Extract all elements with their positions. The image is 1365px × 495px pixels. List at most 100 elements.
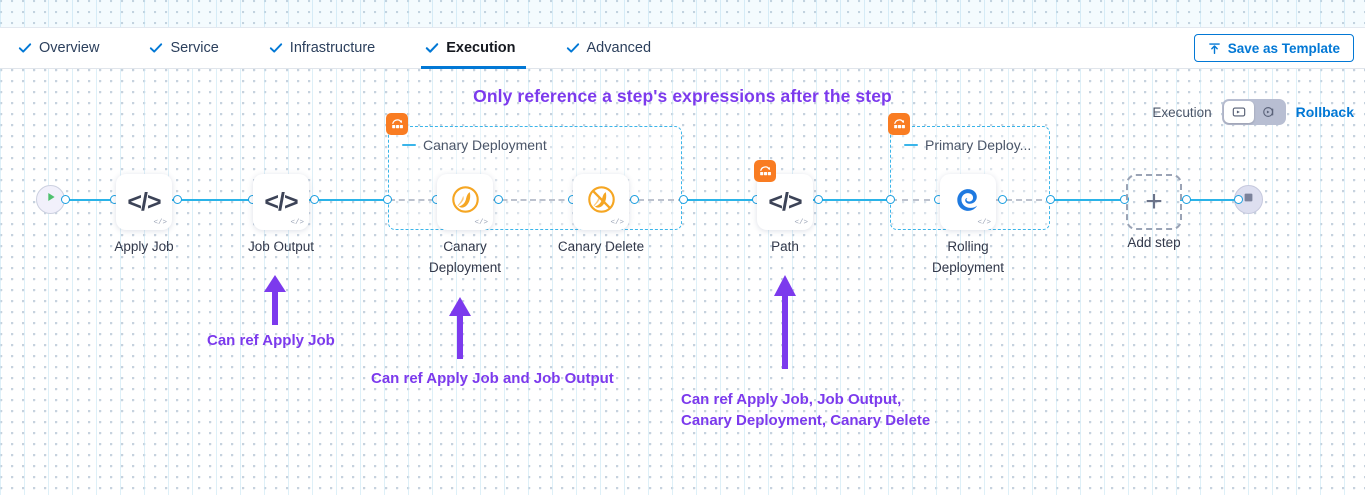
execution-view-icon[interactable] — [1223, 101, 1254, 123]
plus-icon: + — [1145, 185, 1163, 218]
collapse-dash-icon[interactable] — [402, 143, 416, 147]
step-label: Job Output — [247, 239, 315, 254]
step-card[interactable]: </> </> — [757, 174, 813, 230]
tab-service[interactable]: Service — [145, 28, 236, 68]
wire-canary-group-to-path — [682, 199, 757, 201]
step-node-rolling-deployment[interactable]: </> Rolling Deployment — [932, 174, 1004, 275]
group-title: Canary Deployment — [402, 137, 547, 153]
execution-label: Execution — [1152, 104, 1212, 120]
step-label: Canary Delete — [557, 239, 645, 254]
step-card[interactable]: </> </> — [253, 174, 309, 230]
add-step-node[interactable]: + Add step — [1126, 174, 1182, 250]
rollback-link[interactable]: Rollback — [1295, 104, 1354, 120]
step-type-badge: </> — [474, 218, 488, 227]
port-canary-group-in[interactable] — [383, 195, 392, 204]
play-icon — [44, 190, 58, 209]
tab-label: Execution — [446, 40, 516, 56]
rollback-view-icon[interactable] — [1254, 101, 1284, 123]
code-icon: </> — [127, 187, 161, 216]
group-label: Primary Deploy... — [925, 137, 1032, 153]
port-end-in[interactable] — [1234, 195, 1243, 204]
check-icon — [566, 41, 580, 55]
annotation-arrow-apply-job — [262, 275, 288, 330]
check-icon — [425, 41, 439, 55]
tab-infrastructure[interactable]: Infrastructure — [265, 28, 393, 68]
annotation-apply-job: Can ref Apply Job — [207, 332, 335, 349]
port-apply-job-out[interactable] — [173, 195, 182, 204]
step-node-canary-deployment[interactable]: </> Canary Deployment — [429, 174, 501, 275]
step-type-badge: </> — [794, 218, 808, 227]
wire-canary-delete-to-group-exit — [628, 199, 684, 201]
check-icon — [149, 41, 163, 55]
step-type-badge: </> — [153, 218, 167, 227]
pipeline-canvas[interactable]: Only reference a step's expressions afte… — [0, 69, 1365, 495]
tab-list: Overview Service Infrastructure Executio… — [0, 28, 697, 69]
port-start-out[interactable] — [61, 195, 70, 204]
step-label: Canary Deployment — [428, 239, 502, 275]
code-icon: </> — [768, 187, 802, 216]
add-step-button[interactable]: + — [1126, 174, 1182, 230]
check-icon — [269, 41, 283, 55]
check-icon — [18, 41, 32, 55]
port-rolling-out[interactable] — [998, 195, 1007, 204]
step-node-apply-job[interactable]: </> </> Apply Job — [114, 174, 174, 254]
port-canary-delete-out[interactable] — [630, 195, 639, 204]
wire-start-to-apply-job — [64, 199, 118, 201]
wire-primary-group-to-add-step — [1049, 199, 1127, 201]
pipeline-tab-bar: Overview Service Infrastructure Executio… — [0, 28, 1365, 69]
wire-path-to-primary-group — [812, 199, 894, 201]
save-as-template-label: Save as Template — [1227, 40, 1340, 56]
port-add-step-out[interactable] — [1182, 195, 1191, 204]
tab-label: Service — [170, 40, 219, 56]
collapse-dash-icon[interactable] — [904, 143, 918, 147]
port-path-out[interactable] — [814, 195, 823, 204]
step-type-badge: </> — [290, 218, 304, 227]
step-card[interactable]: </> — [437, 174, 493, 230]
execution-view-control: Execution Rollback — [1152, 99, 1354, 125]
start-node[interactable] — [36, 185, 65, 214]
tab-execution[interactable]: Execution — [421, 28, 533, 69]
upload-template-icon — [1208, 42, 1221, 55]
annotation-arrow-canary — [447, 297, 473, 364]
code-icon: </> — [264, 187, 298, 216]
annotation-path: Can ref Apply Job, Job Output, Canary De… — [681, 391, 931, 430]
top-canvas-strip — [0, 0, 1365, 28]
port-primary-group-in[interactable] — [886, 195, 895, 204]
canary-bird-icon — [450, 184, 481, 220]
stop-icon — [1242, 191, 1255, 209]
step-node-path[interactable]: </> </> Path — [754, 160, 813, 254]
tab-label: Advanced — [586, 40, 652, 56]
port-job-output-out[interactable] — [310, 195, 319, 204]
port-add-step-in[interactable] — [1120, 195, 1129, 204]
step-node-job-output[interactable]: </> </> Job Output — [248, 174, 314, 254]
canary-delete-icon — [586, 184, 617, 220]
wire-rolling-to-group-exit — [996, 199, 1052, 201]
tab-overview[interactable]: Overview — [14, 28, 117, 68]
tab-advanced[interactable]: Advanced — [562, 28, 670, 68]
save-as-template-button[interactable]: Save as Template — [1193, 34, 1354, 62]
wire-apply-job-to-job-output — [172, 199, 254, 201]
step-type-badge: </> — [610, 218, 624, 227]
step-card[interactable]: </> </> — [116, 174, 172, 230]
step-node-canary-delete[interactable]: </> Canary Delete — [558, 174, 644, 254]
step-group-icon — [888, 113, 910, 135]
step-card[interactable]: </> — [940, 174, 996, 230]
step-label: Path — [771, 239, 799, 254]
step-group-icon — [754, 160, 776, 182]
port-canary-group-out[interactable] — [679, 195, 688, 204]
group-title: Primary Deploy... — [904, 137, 1031, 153]
wire-add-step-to-end — [1180, 199, 1238, 201]
step-card[interactable]: </> — [573, 174, 629, 230]
headline-note: Only reference a step's expressions afte… — [473, 86, 892, 106]
port-primary-group-out[interactable] — [1046, 195, 1055, 204]
port-canary-deployment-out[interactable] — [494, 195, 503, 204]
annotation-canary: Can ref Apply Job and Job Output — [371, 370, 614, 387]
add-step-label: Add step — [1127, 235, 1181, 250]
group-canary-deployment[interactable]: Canary Deployment — [386, 113, 682, 230]
step-label: Rolling Deployment — [931, 239, 1005, 275]
wire-job-output-to-canary-group — [308, 199, 390, 201]
step-label: Apply Job — [114, 239, 174, 254]
rolling-swirl-icon — [953, 185, 983, 220]
view-mode-toggle[interactable] — [1221, 99, 1286, 125]
